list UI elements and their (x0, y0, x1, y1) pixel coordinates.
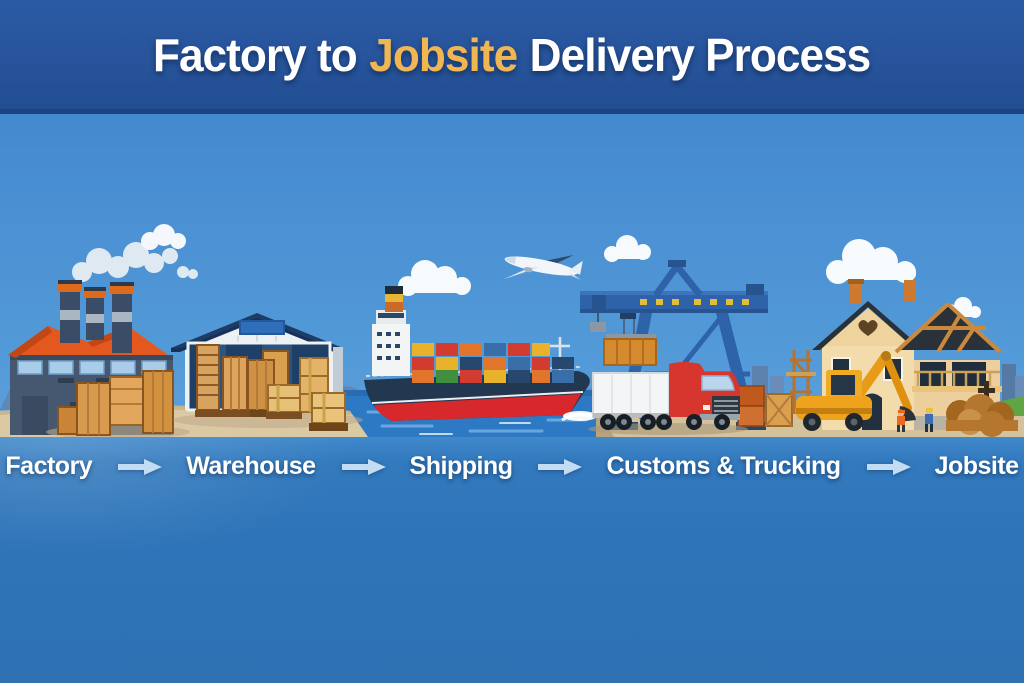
smokestacks (58, 280, 134, 353)
ship-containers (412, 343, 574, 383)
page-title: Factory to Jobsite Delivery Process (153, 28, 872, 82)
stage-label-shipping: Shipping (409, 452, 513, 480)
warehouse-crates (173, 344, 363, 431)
right-arrow-icon (865, 458, 911, 476)
scene-graphic (0, 114, 1024, 437)
header-banner: Factory to Jobsite Delivery Process (0, 0, 1024, 114)
cargo-ship-illustration (364, 286, 597, 422)
title-prefix: Factory to (153, 28, 358, 81)
stage-label-customs-trucking: Customs & Trucking (606, 452, 841, 480)
stage-label-jobsite: Jobsite (934, 452, 1020, 480)
hanging-container (603, 313, 657, 366)
right-arrow-icon (116, 458, 163, 476)
balcony-railing (914, 370, 1000, 386)
quay-containers (737, 385, 793, 427)
title-highlight: Jobsite (369, 28, 519, 81)
factory-illustration (8, 280, 190, 437)
process-illustration-scene (0, 114, 1024, 437)
title-suffix: Delivery Process (530, 28, 872, 81)
airplane-icon (503, 255, 583, 280)
stage-label-warehouse: Warehouse (186, 452, 316, 480)
right-arrow-icon (340, 458, 386, 476)
clouds (72, 224, 981, 318)
right-arrow-icon (536, 458, 583, 476)
excavator-illustration (796, 351, 916, 431)
stage-label-factory: Factory (5, 452, 93, 480)
warehouse-illustration (171, 313, 363, 431)
dirt-mound (946, 381, 1024, 437)
truck-wheels (600, 414, 730, 430)
construction-workers (897, 407, 933, 432)
construction-site-illustration (786, 279, 1024, 437)
delivery-truck-illustration (588, 362, 748, 435)
factory-crates (46, 370, 190, 437)
stage-row: Factory Warehouse Shipping Customs & Tru… (0, 437, 1024, 481)
process-label-band: Factory Warehouse Shipping Customs & Tru… (0, 437, 1024, 683)
